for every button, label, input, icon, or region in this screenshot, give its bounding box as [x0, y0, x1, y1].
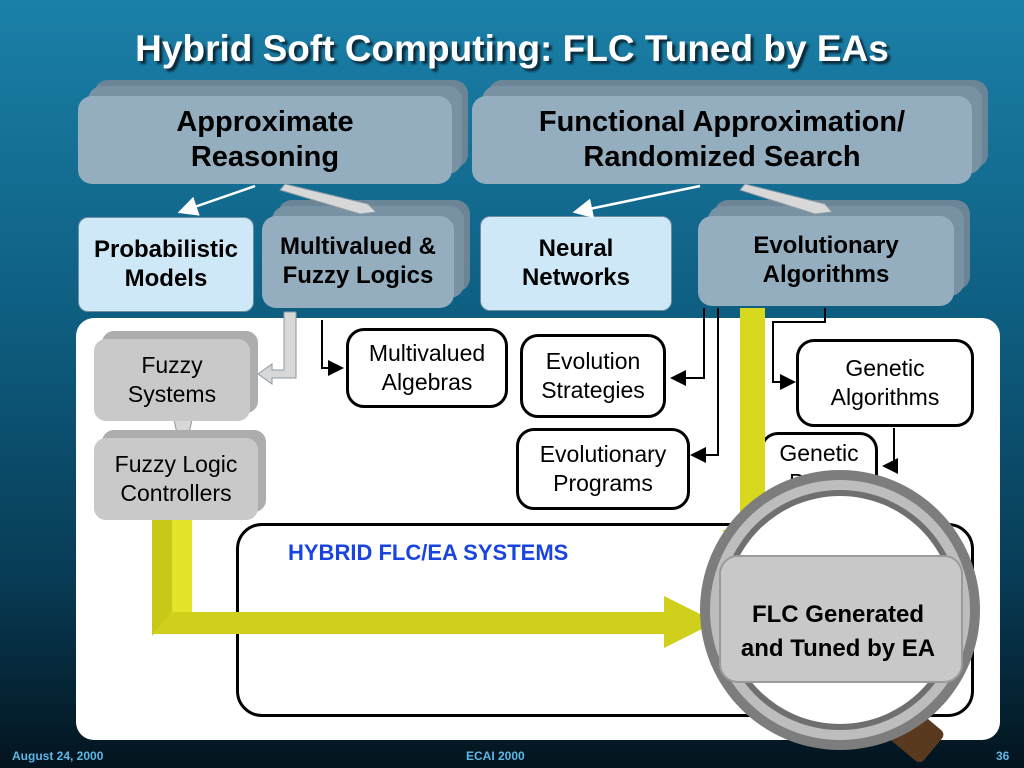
arrow-approx-to-multivalued: [279, 183, 378, 215]
arrow-to-evolution-strategies: [670, 308, 705, 386]
magnifier-icon: [700, 470, 980, 763]
hybrid-systems-label: HYBRID FLC/EA SYSTEMS: [288, 540, 569, 565]
genetic-algorithms-box: Genetic Algorithms: [796, 339, 974, 427]
evolutionary-programs-box: Evolutionary Programs: [516, 428, 690, 510]
slide-title: Hybrid Soft Computing: FLC Tuned by EAs: [135, 28, 889, 69]
footer-page-number: 36: [996, 749, 1010, 763]
neural-networks-box: Neural Networks: [480, 216, 672, 311]
approximate-reasoning-box: Approximate Reasoning: [78, 96, 452, 184]
multivalued-algebras-box: Multivalued Algebras: [346, 328, 508, 408]
arrow-to-multivalued-algebras: [321, 320, 344, 376]
arrow-to-genetic-algorithms: [772, 308, 826, 390]
multivalued-fuzzy-logics-box: Multivalued & Fuzzy Logics: [262, 216, 454, 308]
fuzzy-logic-controllers-box: Fuzzy Logic Controllers: [94, 438, 258, 520]
arrow-head-to-flc-generated: [664, 596, 716, 648]
footer-conference: ECAI 2000: [466, 749, 525, 763]
evolutionary-algorithms-box: Evolutionary Algorithms: [698, 216, 954, 306]
evolution-strategies-box: Evolution Strategies: [520, 334, 666, 418]
functional-approximation-box: Functional Approximation/ Randomized Sea…: [472, 96, 972, 184]
footer-date: August 24, 2000: [12, 749, 104, 763]
arrow-to-genetic-programs: [882, 428, 898, 474]
arrow-functional-to-neural: [572, 184, 701, 219]
arrow-logics-to-fuzzy-systems: [257, 311, 297, 385]
fuzzy-systems-box: Fuzzy Systems: [94, 339, 250, 421]
arrow-to-evolutionary-programs: [690, 308, 719, 463]
arrow-functional-to-evolutionary: [739, 183, 834, 215]
flc-generated-box: FLC Generated and Tuned by EA: [740, 601, 936, 662]
probabilistic-models-box: Probabilistic Models: [78, 217, 254, 312]
arrow-approx-to-probabilistic: [177, 184, 256, 216]
